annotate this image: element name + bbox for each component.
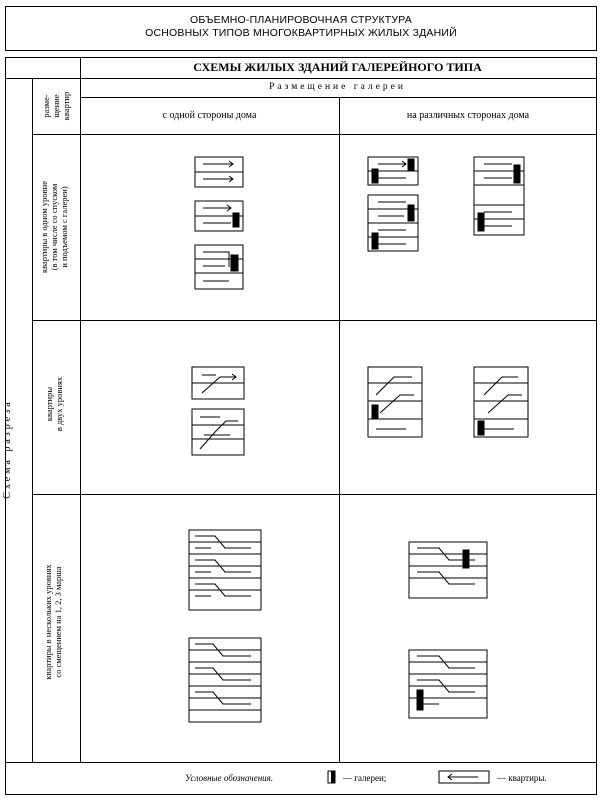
row-label-one-level: квартиры в одном уровне (в том числе со … (39, 181, 69, 273)
table-title: СХЕМЫ ЖИЛЫХ ЗДАНИЙ ГАЛЕРЕЙНОГО ТИПА (193, 60, 482, 74)
apartment-arrow-icon (438, 770, 490, 784)
legend-apartments-text: — квартиры. (497, 773, 547, 783)
gallery-placement-header: Размещение галереи (269, 82, 406, 92)
side-label: Схема разреза (2, 399, 13, 499)
scheme-one-level-different-sides (367, 156, 525, 252)
column-different-sides: на различных сторонах дома (406, 110, 530, 121)
row-label-multi-level: квартиры в нескольких уровнях со смещени… (43, 564, 63, 680)
row-label-two-levels: квартиры в двух уровнях (44, 376, 64, 432)
grid-line (32, 494, 597, 495)
legend-gallery-text: — галереи; (343, 773, 387, 783)
schemes-table (5, 57, 597, 795)
grid-line (80, 57, 81, 762)
header-line-2: ОСНОВНЫХ ТИПОВ МНОГОКВАРТИРНЫХ ЖИЛЫХ ЗДА… (145, 27, 457, 39)
gallery-symbol-icon (327, 770, 336, 784)
grid-line (32, 134, 597, 135)
scheme-two-levels-one-side (191, 366, 245, 456)
grid-line (32, 78, 33, 762)
grid-line (5, 762, 597, 763)
grid-line (5, 78, 597, 79)
scheme-multi-level-one-side (188, 529, 262, 723)
column-one-side: с одной стороны дома (162, 110, 257, 121)
grid-line (339, 97, 340, 762)
header-line-1: ОБЪЕМНО-ПЛАНИРОВОЧНАЯ СТРУКТУРА (190, 14, 412, 26)
grid-line (32, 320, 597, 321)
grid-line (80, 97, 597, 98)
legend-label: Условные обозначения. (185, 773, 274, 783)
scheme-one-level-one-side (194, 156, 244, 290)
corner-label: разме- щение квартир (41, 91, 71, 121)
document-header: ОБЪЕМНО-ПЛАНИРОВОЧНАЯ СТРУКТУРА ОСНОВНЫХ… (5, 6, 597, 51)
scheme-multi-level-different-sides (408, 541, 488, 719)
scheme-two-levels-different-sides (367, 366, 529, 438)
